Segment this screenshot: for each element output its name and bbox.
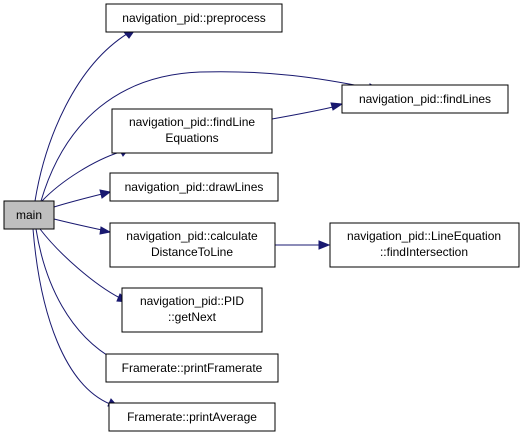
node-preprocess-box <box>105 3 283 33</box>
edge-main-to-calcdistance-arrowhead <box>99 226 112 235</box>
node-printframerate-box <box>105 353 279 383</box>
node-main-label: main <box>16 208 42 222</box>
node-findlines-label: navigation_pid::findLines <box>359 92 491 106</box>
node-pidgetnext-box <box>121 287 263 333</box>
node-main-box <box>3 200 55 230</box>
node-calcdistance[interactable]: navigation_pid::calculate DistanceToLine <box>109 222 276 268</box>
node-findlineequations-label-line1: navigation_pid::findLine <box>129 115 255 129</box>
node-findlines-box <box>341 84 509 114</box>
node-printframerate[interactable]: Framerate::printFramerate <box>105 353 279 383</box>
node-findlineequations[interactable]: navigation_pid::findLine Equations <box>111 108 273 154</box>
node-findlineequations-label-line2: Equations <box>165 131 218 145</box>
node-main[interactable]: main <box>3 200 55 230</box>
node-calcdistance-label-line2: DistanceToLine <box>151 245 233 259</box>
edge-calcdistance-to-findintersection-arrowhead <box>318 240 331 250</box>
node-printaverage-box <box>108 402 276 432</box>
nodes-layer: main navigation_pid::preprocess navigati… <box>3 3 520 432</box>
edge-main-to-findlines <box>40 71 371 202</box>
node-findintersection[interactable]: navigation_pid::LineEquation ::findInter… <box>329 222 520 268</box>
node-preprocess[interactable]: navigation_pid::preprocess <box>105 3 283 33</box>
edge-main-to-drawlines <box>53 193 103 208</box>
edge-main-to-drawlines-arrowhead <box>99 189 112 199</box>
node-findintersection-label-line2: ::findIntersection <box>380 245 468 259</box>
node-printaverage[interactable]: Framerate::printAverage <box>108 402 276 432</box>
edge-main-to-calcdistance <box>53 218 103 231</box>
edge-findlineequations-to-findlines <box>271 106 334 120</box>
node-preprocess-label: navigation_pid::preprocess <box>122 11 265 25</box>
edge-main-to-preprocess <box>34 31 131 202</box>
edge-findlineequations-to-findlines-arrowhead <box>330 102 344 111</box>
node-calcdistance-box <box>109 222 276 268</box>
node-findlineequations-box <box>111 108 273 154</box>
edge-main-to-printaverage <box>32 228 111 405</box>
node-findlines[interactable]: navigation_pid::findLines <box>341 84 509 114</box>
node-pidgetnext-label-line2: ::getNext <box>168 310 217 324</box>
node-calcdistance-label-line1: navigation_pid::calculate <box>126 229 258 243</box>
node-drawlines-label: navigation_pid::drawLines <box>125 180 264 194</box>
node-findintersection-box <box>329 222 520 268</box>
node-printaverage-label: Framerate::printAverage <box>127 410 257 424</box>
edge-main-to-findlineequations <box>41 151 121 202</box>
node-printframerate-label: Framerate::printFramerate <box>122 361 263 375</box>
edges-layer <box>32 30 382 408</box>
node-pidgetnext-label-line1: navigation_pid::PID <box>140 294 244 308</box>
edge-main-to-printframerate <box>35 228 116 361</box>
node-drawlines-box <box>109 172 279 202</box>
edge-main-to-pidgetnext <box>39 228 121 299</box>
node-findintersection-label-line1: navigation_pid::LineEquation <box>347 229 501 243</box>
node-drawlines[interactable]: navigation_pid::drawLines <box>109 172 279 202</box>
node-pidgetnext[interactable]: navigation_pid::PID ::getNext <box>121 287 263 333</box>
